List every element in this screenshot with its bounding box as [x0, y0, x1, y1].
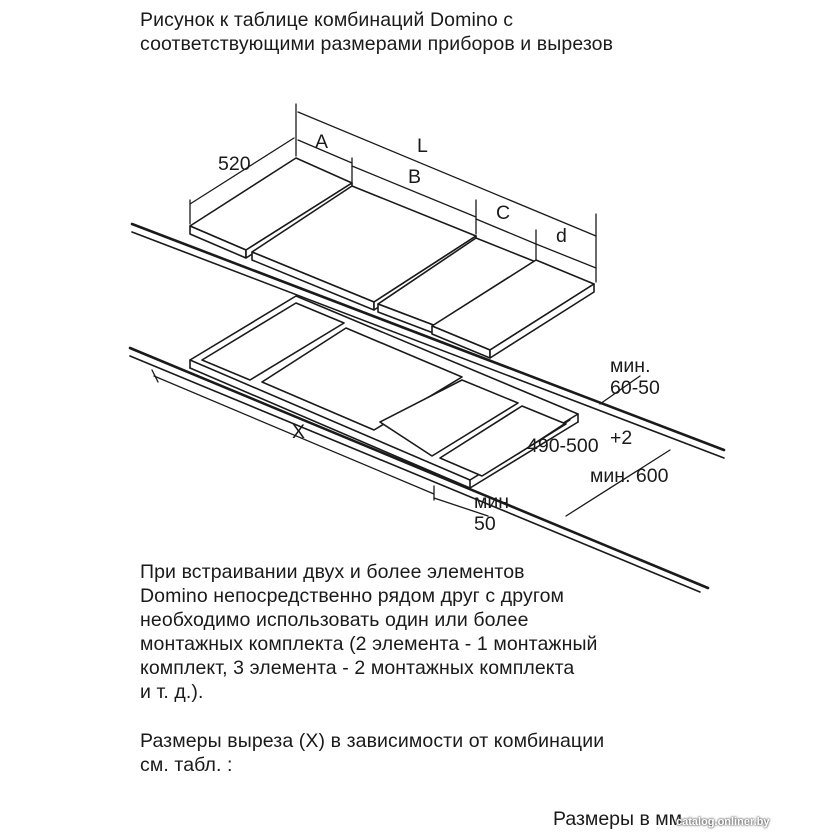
label-cutout-tolerance: +2 — [610, 427, 632, 449]
cutout-note: Размеры выреза (X) в зависимости от комб… — [140, 729, 604, 777]
note-line: монтажных комплекта (2 элемента - 1 монт… — [140, 633, 598, 655]
label-min-60-50-line1: мин. — [610, 355, 651, 377]
watermark: catalog.onliner.by — [676, 816, 770, 828]
units-note: Размеры в мм — [553, 808, 683, 830]
countertop-front-edge — [128, 346, 710, 593]
label-min-50-line1: мин — [474, 491, 509, 513]
label-x: X — [292, 421, 305, 443]
dimension-depth-520 — [189, 103, 297, 225]
label-cutout-depth: 490-500 — [527, 435, 599, 457]
countertop-back-edge — [130, 222, 726, 459]
note-line: необходимо использовать один или более — [140, 609, 529, 631]
label-d: d — [556, 225, 567, 247]
note-line: комплект, 3 элемента - 2 монтажных компл… — [140, 657, 575, 679]
figure-title-line: Рисунок к таблице комбинаций Domino с — [140, 9, 514, 31]
note-line: и т. д.). — [140, 681, 204, 703]
dimension-l — [297, 111, 597, 283]
label-min-50-line2: 50 — [474, 513, 496, 535]
label-min-60-50-line2: 60-50 — [610, 377, 660, 399]
dimension-min-50 — [433, 497, 489, 517]
appliance-d — [431, 259, 595, 359]
label-depth-520: 520 — [218, 153, 251, 175]
label-min-600: мин. 600 — [590, 465, 669, 487]
dimension-d — [535, 243, 597, 269]
dimension-min-600 — [565, 449, 671, 517]
note-line: Размеры выреза (X) в зависимости от комб… — [140, 730, 605, 752]
label-b: B — [408, 166, 421, 188]
note-line: см. табл. : — [140, 754, 233, 776]
label-a: A — [315, 131, 328, 153]
dimension-b — [351, 165, 477, 235]
note-line: При встраивании двух и более элементов — [140, 561, 525, 583]
cutout-frame-edge — [189, 359, 579, 489]
label-c: C — [496, 202, 510, 224]
figure-title-line: соответствующими размерами приборов и вы… — [140, 33, 614, 55]
cutout-frame — [189, 295, 579, 481]
dimension-cutout-depth — [517, 375, 641, 455]
dimension-a — [297, 139, 353, 183]
installation-note: При встраивании двух и более элементов D… — [140, 560, 598, 704]
label-l: L — [417, 135, 428, 157]
figure-title: Рисунок к таблице комбинаций Domino с со… — [140, 8, 613, 56]
note-line: Domino непосредственно рядом друг с друг… — [140, 585, 565, 607]
domino-installation-diagram: 520 A L B C d мин. 60-50 490-500 +2 мин.… — [128, 103, 726, 593]
dimension-c — [475, 218, 537, 261]
